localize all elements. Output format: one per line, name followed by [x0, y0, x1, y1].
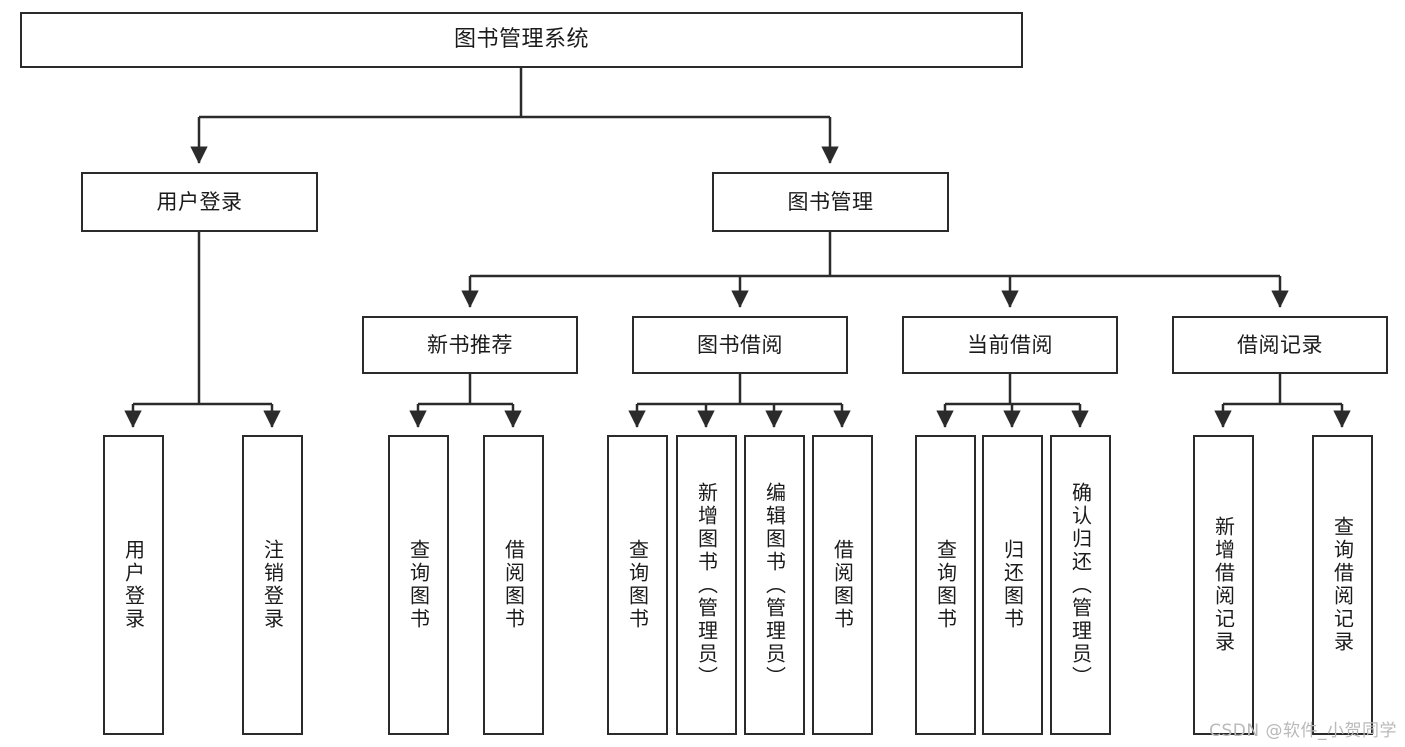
node-label: 查询图书: [406, 539, 431, 631]
leaf-current-query-book[interactable]: 查询图书: [915, 435, 976, 735]
node-label: 借阅图书: [501, 539, 526, 631]
node-label: 用户登录: [156, 189, 243, 214]
leaf-user-login[interactable]: 用户登录: [103, 435, 164, 735]
node-label: 图书借阅: [697, 332, 783, 357]
leaf-record-query-record[interactable]: 查询借阅记录: [1312, 435, 1373, 735]
node-label: 查询图书: [625, 539, 650, 631]
node-label: 新书推荐: [427, 332, 513, 357]
leaf-borrow-query-book[interactable]: 查询图书: [607, 435, 668, 735]
node-current-borrow[interactable]: 当前借阅: [902, 316, 1118, 374]
node-root-system[interactable]: 图书管理系统: [20, 12, 1023, 68]
leaf-borrow-borrow-book[interactable]: 借阅图书: [812, 435, 873, 735]
leaf-current-return-book[interactable]: 归还图书: [982, 435, 1043, 735]
leaf-newbook-borrow-book[interactable]: 借阅图书: [483, 435, 544, 735]
node-label: 图书管理: [787, 189, 874, 214]
node-label: 确认归还（管理员）: [1068, 481, 1093, 689]
leaf-logout[interactable]: 注销登录: [242, 435, 303, 735]
node-label: 查询借阅记录: [1330, 516, 1355, 654]
node-label: 新增借阅记录: [1211, 516, 1236, 654]
leaf-current-confirm-return[interactable]: 确认归还（管理员）: [1050, 435, 1111, 735]
node-label: 用户登录: [121, 539, 146, 631]
node-borrow-record[interactable]: 借阅记录: [1172, 316, 1388, 374]
node-label: 借阅图书: [830, 539, 855, 631]
leaf-borrow-add-book[interactable]: 新增图书（管理员）: [676, 435, 737, 735]
node-label: 注销登录: [260, 539, 285, 631]
node-user-login[interactable]: 用户登录: [81, 172, 318, 232]
node-book-management[interactable]: 图书管理: [712, 172, 949, 232]
node-label: 新增图书（管理员）: [694, 481, 719, 689]
node-new-book-recommend[interactable]: 新书推荐: [362, 316, 578, 374]
node-label: 查询图书: [933, 539, 958, 631]
leaf-newbook-query-book[interactable]: 查询图书: [388, 435, 449, 735]
leaf-borrow-edit-book[interactable]: 编辑图书（管理员）: [744, 435, 805, 735]
node-label: 借阅记录: [1237, 332, 1323, 357]
node-label: 归还图书: [1000, 539, 1025, 631]
node-label: 编辑图书（管理员）: [762, 481, 787, 689]
node-book-borrow[interactable]: 图书借阅: [632, 316, 848, 374]
node-label: 图书管理系统: [453, 27, 589, 53]
watermark-text: CSDN @软件_小贺同学: [1209, 721, 1397, 741]
leaf-record-add-record[interactable]: 新增借阅记录: [1193, 435, 1254, 735]
node-label: 当前借阅: [967, 332, 1053, 357]
